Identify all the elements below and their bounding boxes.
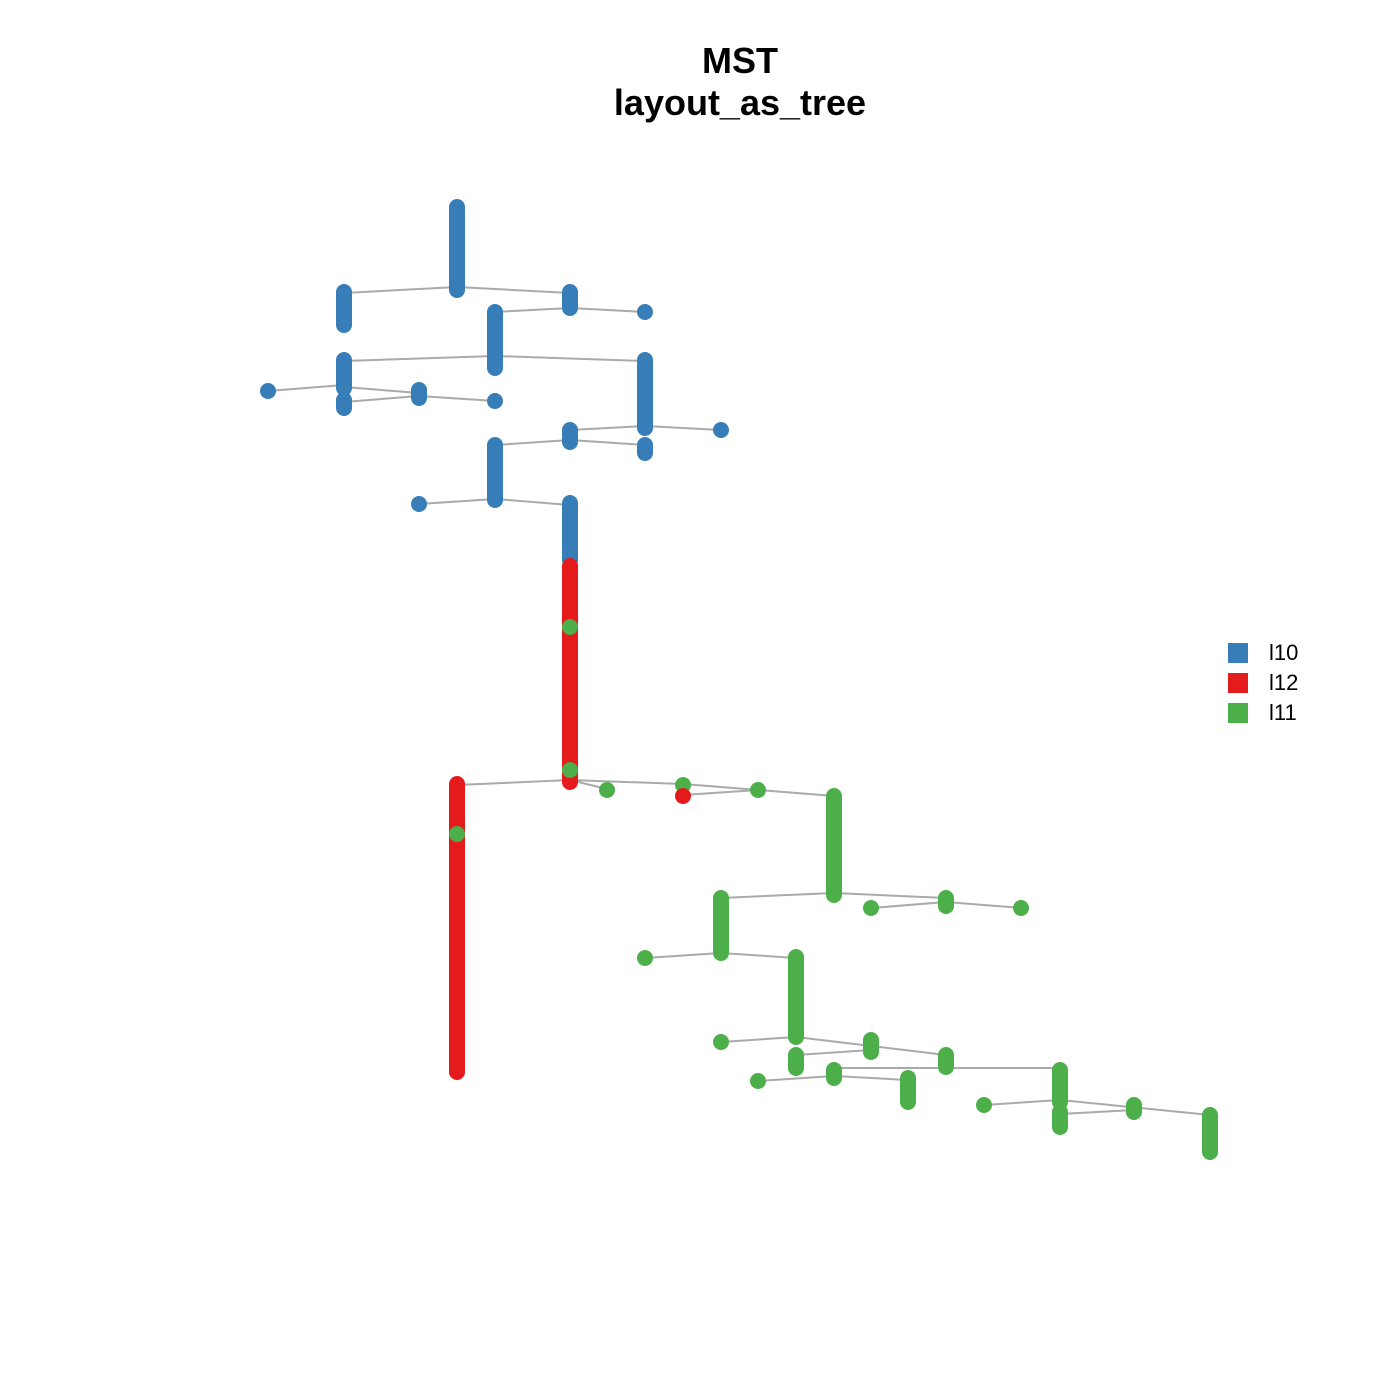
legend-item-l12: l12 [1228,668,1298,698]
tree-edge [494,355,646,362]
legend-item-l10: l10 [1228,638,1298,668]
tree-nodes [260,199,1218,1160]
legend-label-l10: l10 [1269,640,1299,665]
node-stack [713,890,729,961]
tree-edge [494,439,571,446]
tree-edge [833,892,947,899]
node-stack [1126,1097,1142,1120]
node-stack [900,1070,916,1110]
node [675,788,691,804]
tree-edge [757,1075,835,1082]
node-stack [788,1047,804,1076]
title-line-2: layout_as_tree [613,82,867,123]
tree-edge [343,395,420,403]
node [976,1097,992,1113]
node [487,393,503,409]
node [411,496,427,512]
node [599,782,615,798]
node-stack [637,352,653,436]
node-stack [562,284,578,316]
node [675,777,691,793]
legend-swatch-l11 [1228,703,1248,723]
tree-edge [267,384,345,392]
node [449,826,465,842]
tree-edge [644,952,722,959]
node-stack [336,352,352,396]
plot-title: MST layout_as_tree [0,40,1400,124]
node [863,900,879,916]
node [713,1034,729,1050]
node [562,762,578,778]
node-stack [788,949,804,1045]
node-stack [562,558,578,790]
tree-edge [343,386,420,394]
tree-edge [1059,1109,1135,1115]
tree-edge [456,286,571,294]
node-stack [938,1047,954,1075]
tree-edge [418,395,496,402]
node [562,619,578,635]
tree-edge [494,307,571,313]
tree-edge [644,425,722,431]
tree-edge [795,1049,872,1056]
node [637,304,653,320]
node-stack [1052,1062,1068,1110]
legend-swatch-l12 [1228,673,1248,693]
tree-edge [418,498,496,505]
tree-edge [720,952,797,959]
tree-edges [267,286,1211,1116]
tree-edge [870,901,947,909]
node [750,1073,766,1089]
node-stack [826,1062,842,1086]
tree-edge [569,425,646,431]
tree-edge [569,307,646,313]
node [1013,900,1029,916]
node-stack [336,392,352,416]
tree-edge [343,286,458,294]
tree-edge [833,1075,909,1081]
tree-edge [720,892,835,899]
node [260,383,276,399]
title-line-1: MST [702,40,778,81]
legend: l10 l12 l11 [1228,638,1298,728]
legend-label-l11: l11 [1269,700,1297,725]
tree-edge [720,1036,797,1043]
tree-edge [343,355,496,362]
node-stack [938,890,954,914]
node-stack [336,284,352,333]
node-stack [411,382,427,406]
node-stack [826,788,842,903]
node-stack [487,437,503,508]
node-stack [863,1032,879,1060]
node [713,422,729,438]
tree-edge [682,789,759,796]
tree-edge [494,498,571,506]
node-stack [449,776,465,1080]
tree-edge [983,1099,1061,1106]
node-stack [1202,1107,1218,1160]
node-stack [562,422,578,450]
node-stack [1052,1104,1068,1135]
tree-edge [945,901,1022,909]
node-stack [487,304,503,376]
node [637,950,653,966]
tree-edge [569,779,684,785]
node [750,782,766,798]
legend-item-l11: l11 [1228,698,1298,728]
node-stack [562,495,578,568]
tree-edge [569,439,646,446]
node-stack [637,437,653,461]
legend-label-l12: l12 [1269,670,1299,695]
tree-edge [456,779,571,786]
legend-swatch-l10 [1228,643,1248,663]
node-stack [449,199,465,298]
